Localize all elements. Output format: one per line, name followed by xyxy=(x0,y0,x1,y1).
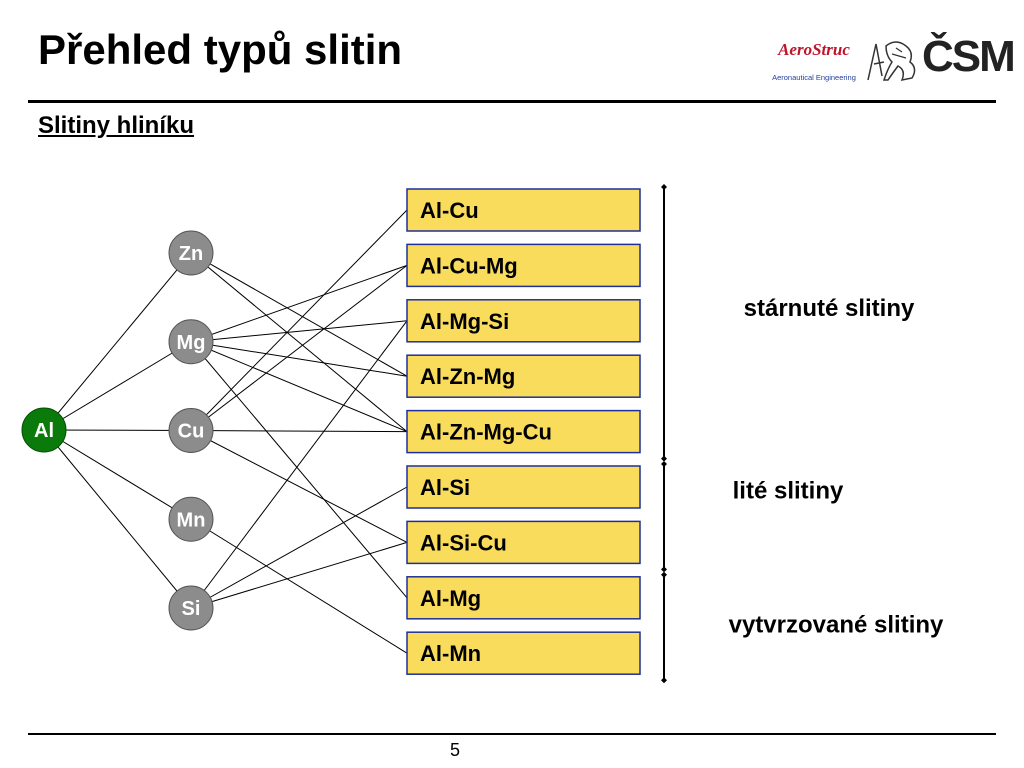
group-brackets xyxy=(661,184,667,684)
edge-al-mn xyxy=(43,429,192,520)
bracket-end-vytvrzovane-slitiny-0 xyxy=(661,571,667,578)
alloy-box-al-zn-mg-cu xyxy=(406,409,641,454)
alloy-label-al-cu-mg: Al-Cu-Mg xyxy=(420,253,518,278)
aerostruc-tagline: Aeronautical Engineering xyxy=(772,73,856,82)
alloy-box-al-si-cu xyxy=(406,520,641,565)
element-label-zn: Zn xyxy=(179,243,203,265)
slide-title: Přehled typů slitin xyxy=(38,26,403,73)
logo-area: AeroStruc Aeronautical Engineering ČSM xyxy=(766,30,1016,90)
edge-cu-al-si-cu xyxy=(190,430,408,543)
edge-si-al-si xyxy=(190,486,408,609)
footer-divider xyxy=(28,733,996,735)
bracket-end-vytvrzovane-slitiny-1 xyxy=(661,677,667,684)
element-node-mg xyxy=(168,319,214,365)
element-node-mn xyxy=(168,496,214,542)
page-number: 5 xyxy=(449,740,460,760)
edge-al-zn xyxy=(43,252,192,431)
section-subtitle: Slitiny hliníku xyxy=(38,112,195,139)
base-label-al: Al xyxy=(34,420,54,442)
edge-mg-al-cu-mg xyxy=(190,264,408,343)
aerostruc-logo: AeroStruc xyxy=(778,40,850,59)
alloy-label-al-si-cu: Al-Si-Cu xyxy=(420,530,507,555)
edge-zn-al-zn-mg-cu xyxy=(190,252,408,432)
element-label-si: Si xyxy=(182,598,201,620)
alloy-box-al-mg xyxy=(406,576,641,620)
bracket-end-starnute-slitiny-1 xyxy=(661,455,667,462)
bracket-end-lite-slitiny-0 xyxy=(661,461,667,467)
edge-al-cu xyxy=(43,429,192,431)
edge-mg-al-zn-mg-cu xyxy=(190,341,408,433)
edge-si-al-mg-si xyxy=(190,320,408,609)
edge-si-al-si-cu xyxy=(190,541,408,609)
element-node-cu xyxy=(168,408,214,453)
alloy-box-al-zn-mg xyxy=(406,354,641,398)
alloy-label-al-zn-mg: Al-Zn-Mg xyxy=(420,364,515,389)
alloy-label-al-mg-si: Al-Mg-Si xyxy=(420,309,509,334)
edge-al-si xyxy=(43,429,192,609)
alloy-box-al-mg-si xyxy=(406,299,641,343)
alloy-box-al-si xyxy=(406,465,641,509)
alloy-label-al-mg: Al-Mg xyxy=(420,586,481,611)
edge-cu-al-zn-mg-cu xyxy=(190,430,408,433)
element-node-si xyxy=(168,585,214,631)
alloy-boxes: Al-CuAl-Cu-MgAl-Mg-SiAl-Zn-MgAl-Zn-Mg-Cu… xyxy=(406,188,641,675)
group-label-vytvrzovane-slitiny: vytvrzované slitiny xyxy=(729,612,944,639)
element-label-mn: Mn xyxy=(177,509,206,531)
edge-mg-al-zn-mg xyxy=(190,341,408,377)
connection-lines xyxy=(43,209,408,654)
element-label-mg: Mg xyxy=(177,332,206,354)
alloy-label-al-zn-mg-cu: Al-Zn-Mg-Cu xyxy=(420,420,552,445)
alloy-label-al-mn: Al-Mn xyxy=(420,641,481,666)
edge-cu-al-cu xyxy=(190,209,408,431)
base-node-al xyxy=(21,407,67,453)
edge-mg-al-mg xyxy=(190,341,408,599)
group-labels: stárnuté slitiny lité slitiny vytvrzované … xyxy=(729,295,944,639)
element-node-zn xyxy=(168,230,214,276)
alloy-label-al-cu: Al-Cu xyxy=(420,198,479,223)
title-divider xyxy=(28,100,996,103)
csm-logo: ČSM xyxy=(922,32,1016,81)
edge-mn-al-mn xyxy=(190,518,408,654)
alloy-box-al-cu xyxy=(406,188,641,232)
element-label-cu: Cu xyxy=(178,421,205,443)
edge-al-mg xyxy=(43,341,192,431)
alloy-box-al-mn xyxy=(406,631,641,675)
group-label-starnute-slitiny: stárnuté slitiny xyxy=(744,295,915,322)
group-label-lite-slitiny: lité slitiny xyxy=(733,478,844,505)
edge-cu-al-cu-mg xyxy=(190,265,408,431)
alloy-box-al-cu-mg xyxy=(406,243,641,288)
ctu-lion-logo xyxy=(867,41,916,82)
edge-zn-al-zn-mg xyxy=(190,252,408,377)
alloy-label-al-si: Al-Si xyxy=(420,475,470,500)
bracket-end-lite-slitiny-1 xyxy=(661,566,667,573)
edge-mg-al-mg-si xyxy=(190,320,408,343)
bracket-end-starnute-slitiny-0 xyxy=(661,184,667,190)
